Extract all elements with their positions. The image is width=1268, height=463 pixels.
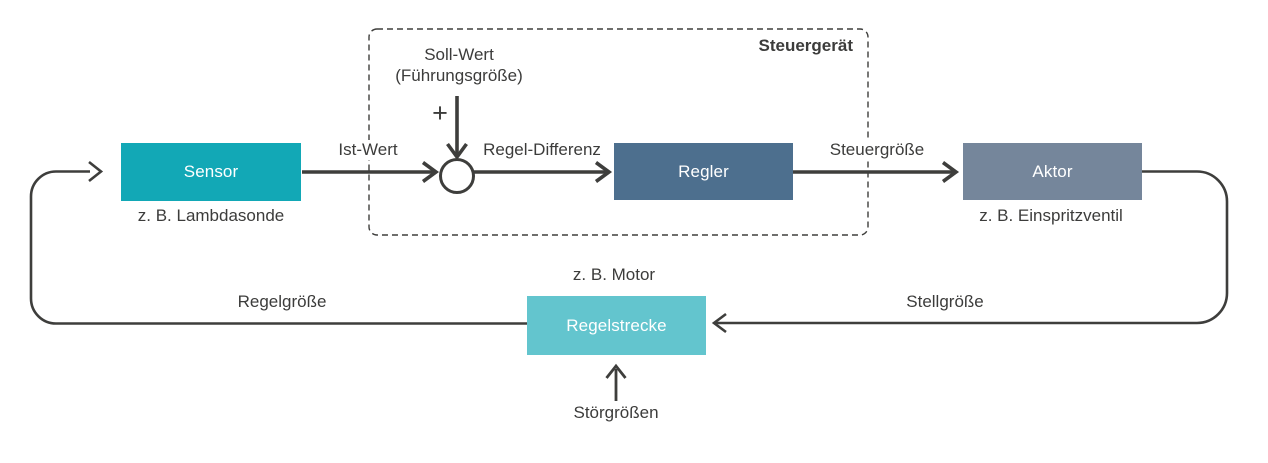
regler-label: Regler	[678, 161, 729, 181]
aktor-box: Aktor	[963, 143, 1142, 200]
soll-wert-label: Soll-Wert (Führungsgröße)	[395, 44, 523, 86]
stoergroessen-label: Störgrößen	[573, 403, 659, 422]
summing-junction-circle	[439, 158, 475, 194]
sensor-box: Sensor	[121, 143, 301, 201]
regel-differenz-label: Regel-Differenz	[483, 140, 601, 159]
regelgroesse-label: Regelgröße	[237, 292, 327, 311]
steuergeraet-title: Steuergerät	[758, 36, 853, 55]
arrowhead-into-sensor	[88, 160, 104, 183]
main-flow-arrows	[302, 96, 960, 183]
sensor-caption: z. B. Lambdasonde	[137, 206, 285, 225]
soll-wert-line1: Soll-Wert	[424, 45, 494, 64]
regelstrecke-box: Regelstrecke	[527, 296, 706, 355]
aktor-caption: z. B. Einspritzventil	[979, 206, 1123, 225]
stellgroesse-label: Stellgröße	[906, 292, 984, 311]
regelstrecke-label: Regelstrecke	[566, 315, 667, 335]
sensor-label: Sensor	[183, 162, 239, 181]
plus-sign: +	[432, 98, 448, 128]
aktor-label: Aktor	[1032, 161, 1073, 181]
stoergroessen-arrow	[605, 363, 627, 401]
soll-wert-line2: (Führungsgröße)	[395, 66, 523, 85]
ist-wert-label: Ist-Wert	[334, 140, 402, 160]
feedback-loop-left	[29, 160, 527, 325]
arrowhead-into-regelstrecke	[711, 312, 727, 334]
steuergeraet-dashed-box	[368, 28, 869, 236]
regelstrecke-caption: z. B. Motor	[572, 265, 656, 284]
regler-box: Regler	[614, 143, 793, 200]
feedback-loop-right	[711, 170, 1229, 334]
steuergroesse-label: Steuergröße	[825, 140, 929, 160]
